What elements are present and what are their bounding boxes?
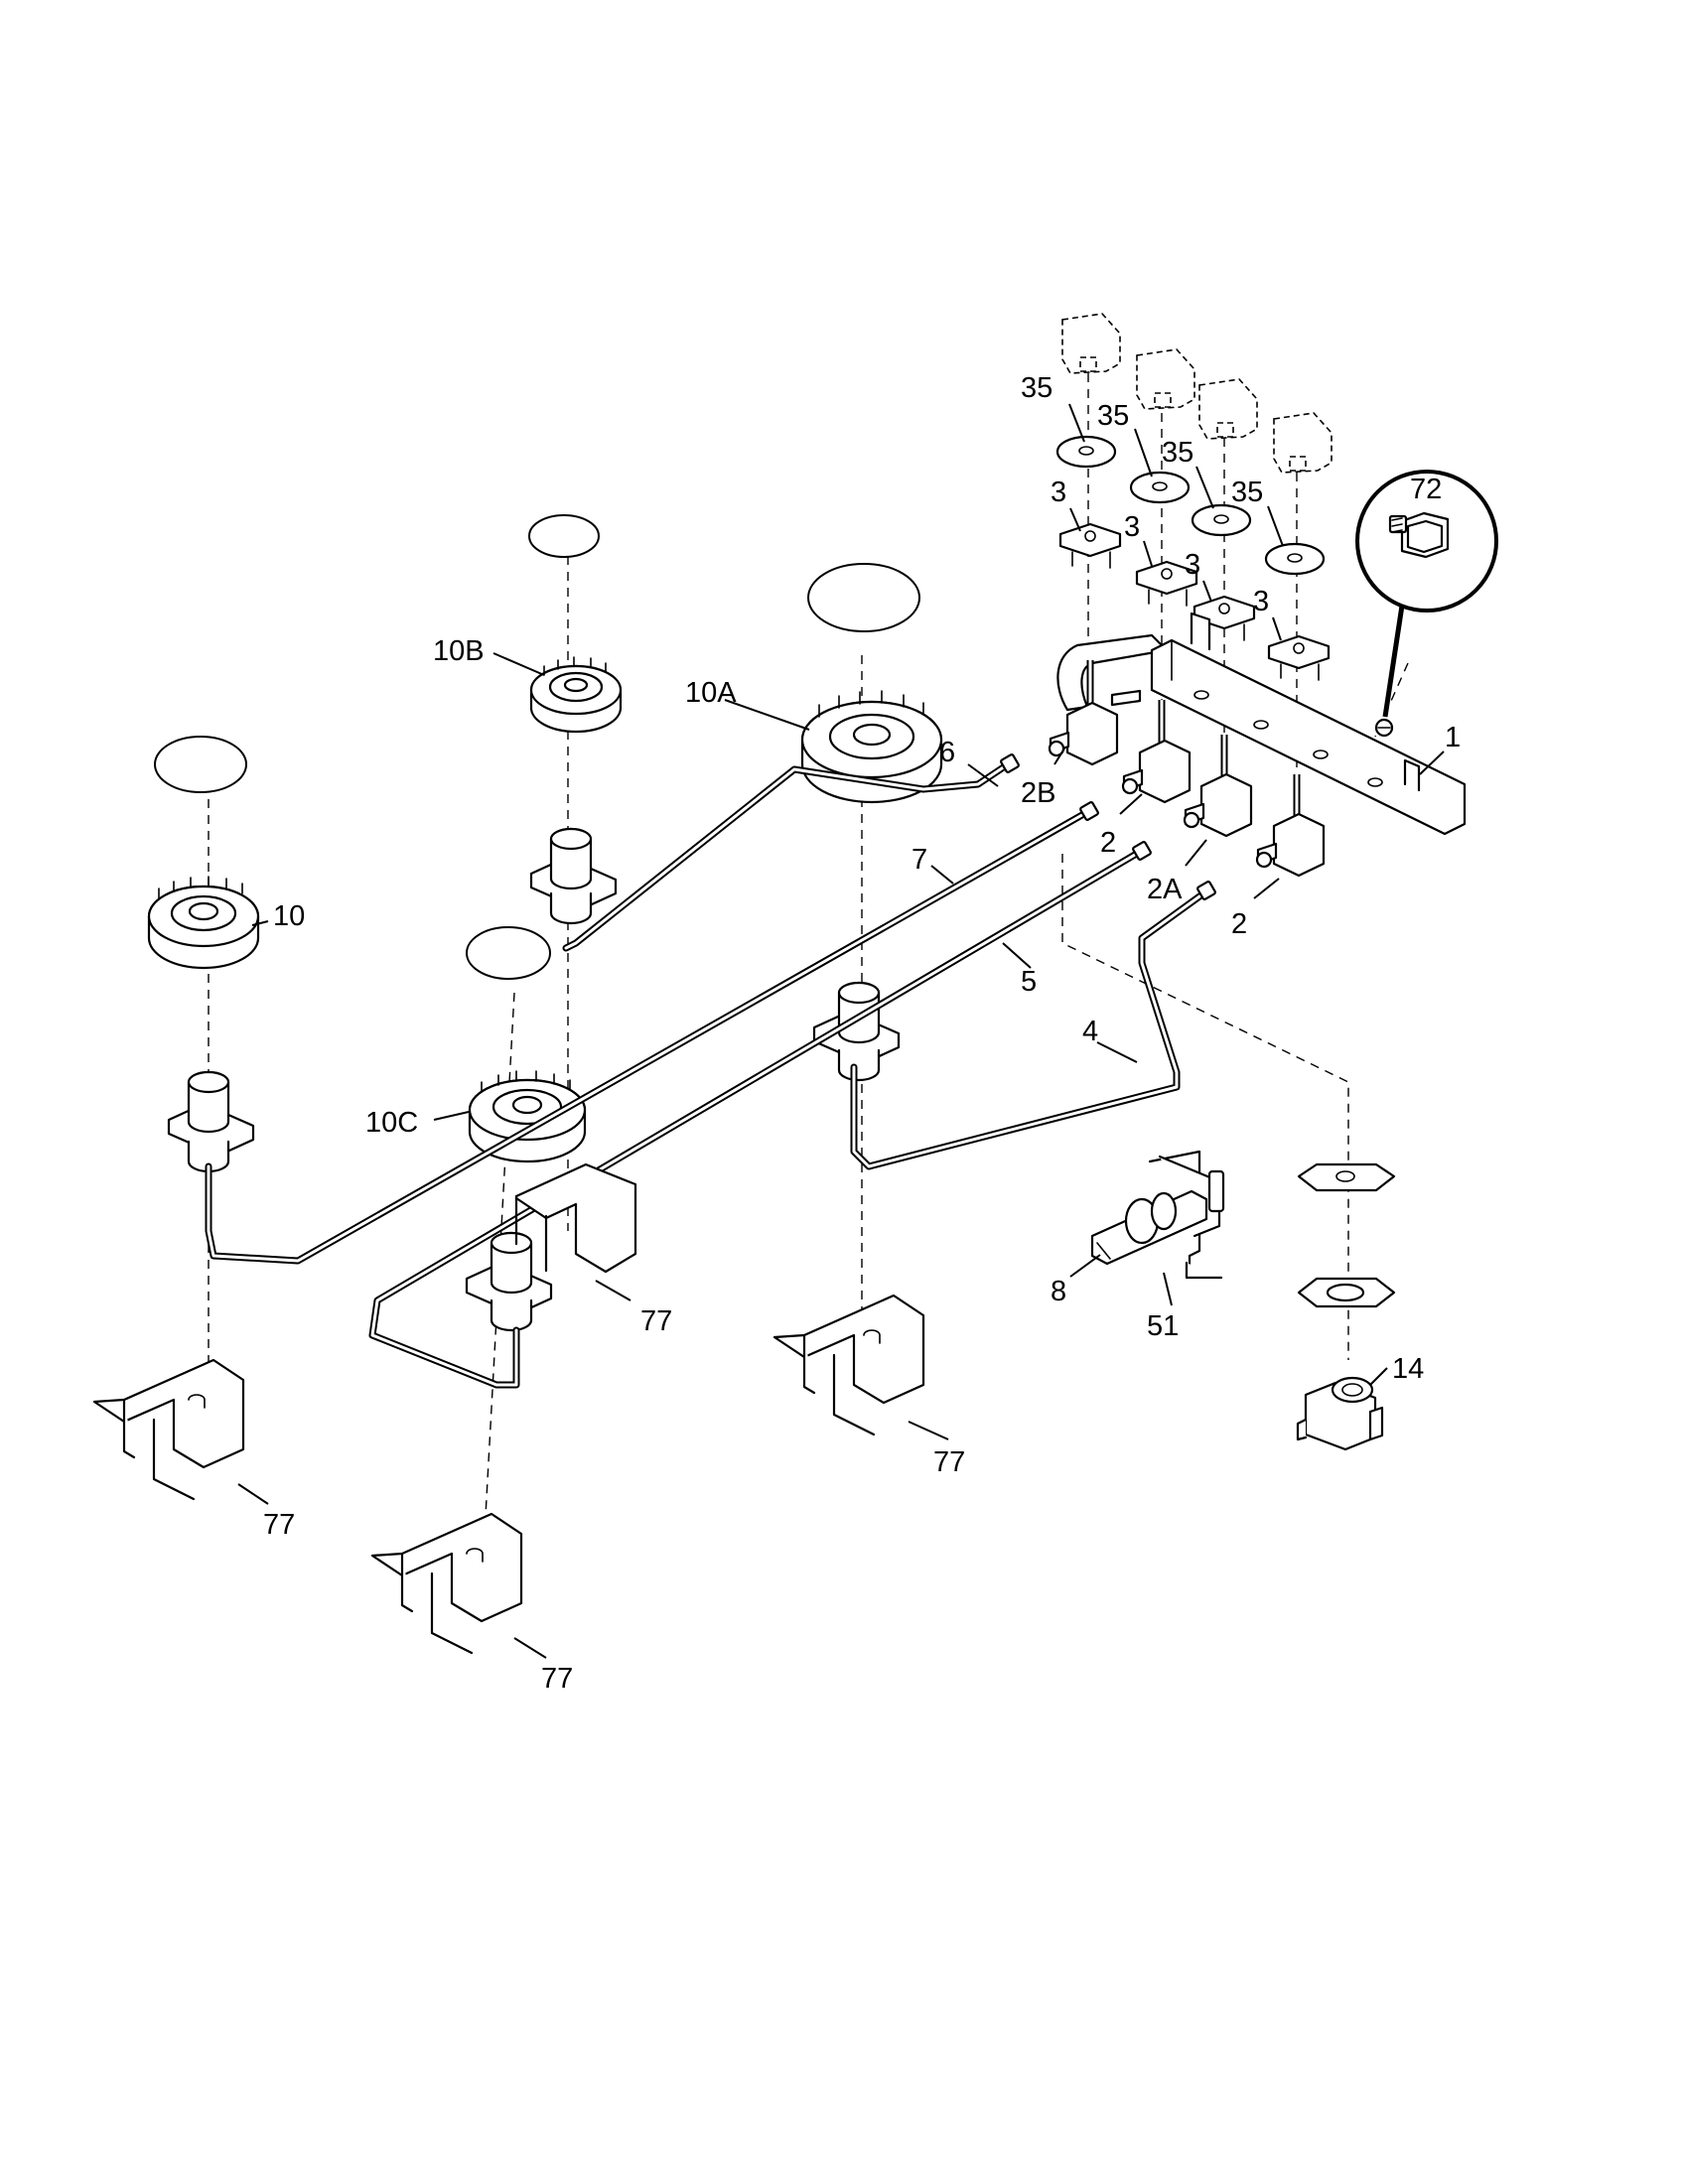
burner-caps [154,514,920,980]
callout-77-c: 77 [640,1305,672,1337]
callout-6: 6 [939,737,955,768]
callout-10: 10 [273,900,305,932]
callout-2A: 2A [1147,874,1183,905]
manifold-1 [1056,612,1467,836]
callout-14: 14 [1392,1353,1424,1385]
callout-77-b: 77 [541,1663,573,1695]
knob-seals-35 [1055,435,1326,576]
callout-10C: 10C [365,1107,418,1139]
callout-2B: 2B [1021,777,1055,809]
orifice-holders [167,827,901,1332]
callout-3-b: 3 [1124,511,1140,543]
callout-35-b: 35 [1097,400,1129,432]
control-knobs [1061,313,1333,474]
detail-72-bubble [1355,470,1498,718]
leader-lines [237,403,1445,1659]
callout-3-c: 3 [1185,549,1200,581]
igniter-assembly [1090,1150,1225,1280]
screw-72-part [1374,718,1394,738]
support-brackets-77 [92,1162,925,1655]
valve-brackets-3 [1058,522,1331,681]
callout-77-a: 77 [263,1509,295,1541]
callout-77-d: 77 [933,1446,965,1478]
callout-3-d: 3 [1253,586,1269,617]
callout-10A: 10A [685,677,737,709]
callout-labels: 1 2 2 2A 2B 3 3 3 3 4 5 6 7 8 10 10A 10B… [263,372,1461,1695]
burner-valves [1048,660,1326,878]
callout-1: 1 [1445,722,1461,753]
safety-valve-assembly [1296,1162,1396,1451]
callout-8: 8 [1051,1276,1066,1307]
callout-35-d: 35 [1231,477,1263,508]
gas-tubes [205,753,1216,1389]
callout-5: 5 [1021,966,1037,998]
callout-35-a: 35 [1021,372,1052,404]
callout-51: 51 [1147,1310,1179,1342]
burner-heads [147,656,943,1163]
callout-2-b: 2 [1231,908,1247,940]
callout-35-c: 35 [1162,437,1193,469]
callout-7: 7 [912,844,927,876]
callout-10B: 10B [433,635,485,667]
callout-72: 72 [1410,474,1442,505]
callout-3-a: 3 [1051,477,1066,508]
callout-4: 4 [1082,1016,1098,1047]
callout-2-a: 2 [1100,827,1116,859]
